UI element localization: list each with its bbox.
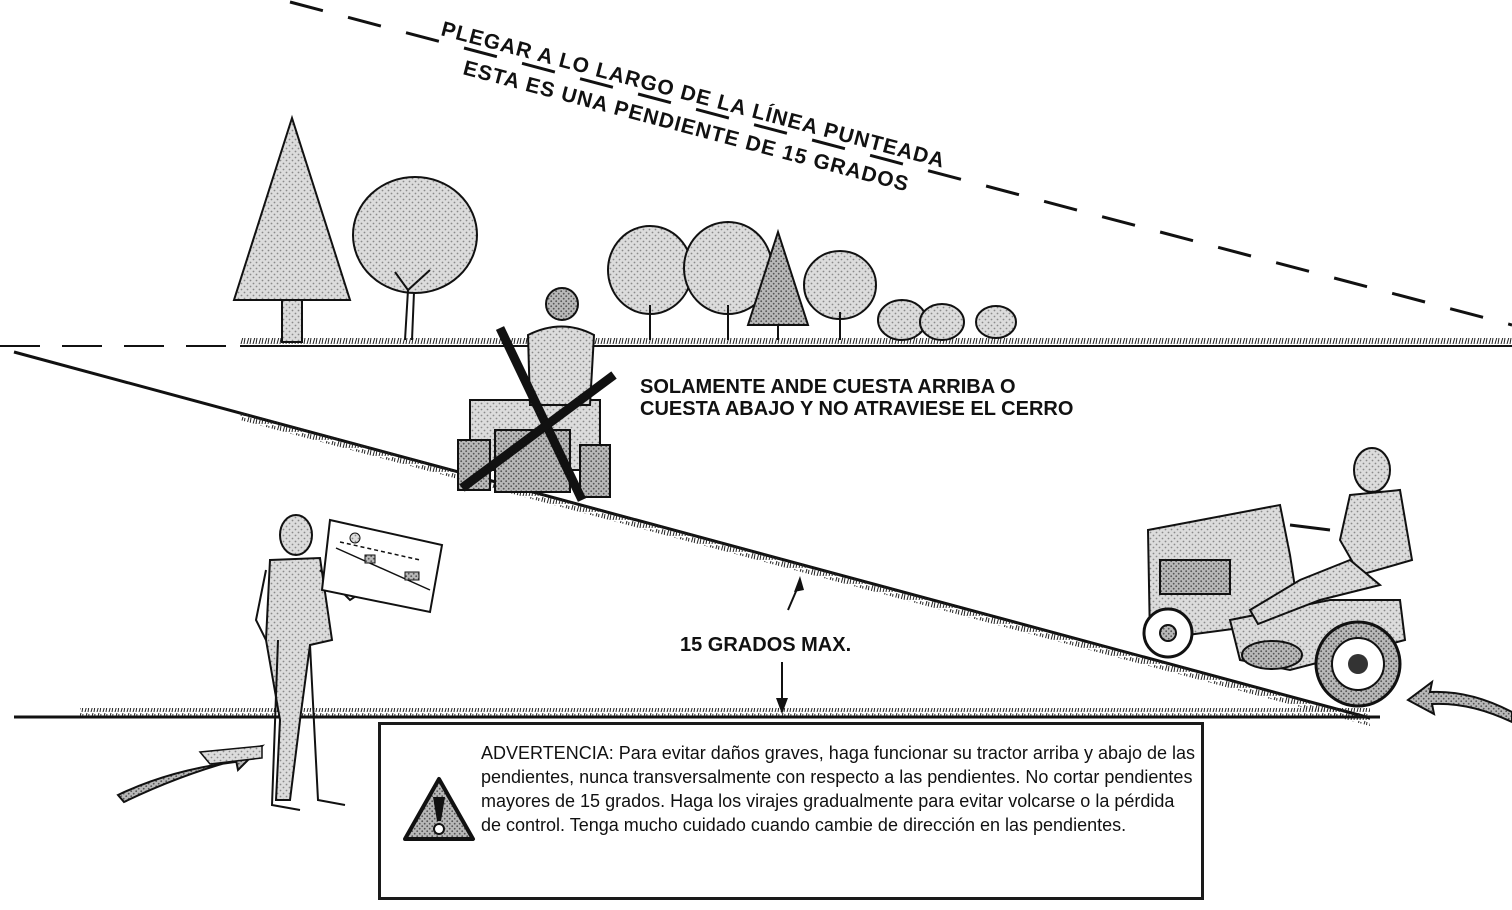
fold-dashed-line — [289, 0, 1512, 327]
fold-line-text: PLEGAR A LO LARGO DE LA LÍNEA PUNTEADA — [439, 18, 948, 173]
prohibited-x-icon — [459, 326, 617, 502]
round-tree-icon — [803, 250, 877, 340]
warning-text: ADVERTENCIA: Para evitar daños graves, h… — [481, 743, 1196, 835]
instruction-line-1: SOLAMENTE ANDE CUESTA ARRIBA O — [640, 376, 1016, 398]
driver-figure — [1248, 447, 1414, 626]
max-angle-label: 15 GRADOS MAX. — [680, 634, 852, 656]
bush-icon — [877, 299, 1017, 341]
round-tree-icon — [352, 176, 478, 341]
pine-tree-icon — [746, 228, 810, 340]
guide-sheet-icon — [320, 518, 444, 614]
ground-shadow — [198, 745, 263, 765]
trees-group — [232, 114, 1017, 343]
angle-indicator — [776, 576, 804, 714]
instruction-line-2: CUESTA ABAJO Y NO ATRAVIESE EL CERRO — [640, 398, 1074, 420]
warning-box: ADVERTENCIA: Para evitar daños graves, h… — [378, 722, 1204, 900]
base-grass — [80, 708, 1370, 716]
horizon-grass — [240, 338, 1512, 346]
tractor-across-slope — [457, 287, 617, 502]
instruction-label: SOLAMENTE ANDE CUESTA ARRIBA O CUESTA AB… — [640, 376, 1240, 420]
direction-arrow-right-icon — [1406, 679, 1512, 724]
warning-triangle-icon — [403, 777, 475, 841]
round-tree-icon — [607, 225, 693, 340]
tractor-up-slope — [1142, 447, 1414, 708]
man-holding-guide — [254, 514, 444, 811]
pine-tree-icon — [232, 114, 352, 343]
operator-figure — [526, 287, 596, 406]
